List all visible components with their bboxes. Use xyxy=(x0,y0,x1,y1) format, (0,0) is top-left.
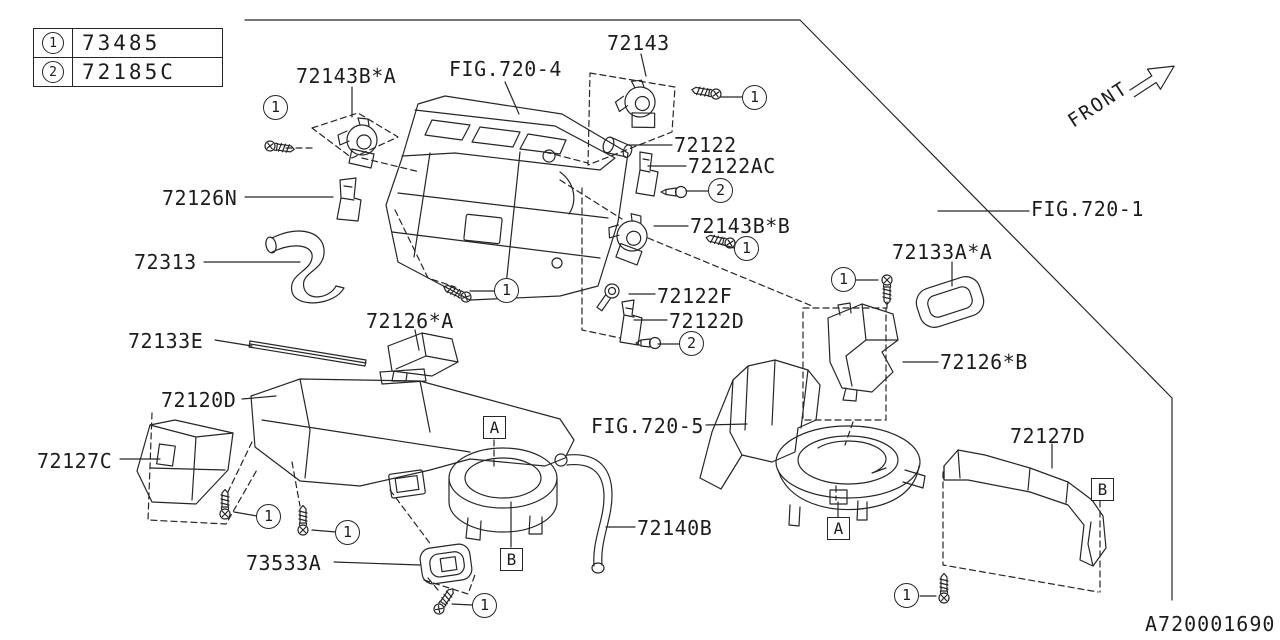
lever-72122ac-drawing xyxy=(636,152,658,196)
legend-table: 1 73485 2 72185C xyxy=(33,28,223,87)
legend-part-number-2: 72185C xyxy=(82,60,176,84)
part-label-72127c: 72127C xyxy=(37,449,113,473)
section-marker-a: A xyxy=(483,416,506,439)
bracket-72127d-drawing xyxy=(944,450,1106,566)
part-label-72143b-a: 72143B*A xyxy=(296,64,397,88)
part-label-72126n: 72126N xyxy=(162,186,238,210)
legend-callout-1: 1 xyxy=(34,29,73,57)
hose-72313-drawing xyxy=(264,231,344,303)
figure-ref-720-4: FIG.720-4 xyxy=(449,57,562,81)
legend-callout-2: 2 xyxy=(34,58,73,86)
legend-row: 2 72185C xyxy=(34,57,222,86)
callout-1-badge: 1 xyxy=(742,85,767,110)
grommet-73533a-drawing xyxy=(419,543,474,586)
callout-1-badge: 1 xyxy=(263,95,288,120)
part-label-72122f: 72122F xyxy=(657,284,733,308)
clip-bottom-drawing xyxy=(636,338,661,349)
bracket-72126n-drawing xyxy=(337,178,361,221)
grommet-72133aa-drawing xyxy=(912,273,987,331)
callout-1-badge: 1 xyxy=(734,236,759,261)
section-marker-b: B xyxy=(1091,478,1114,501)
actuator-72143-drawing xyxy=(611,76,662,135)
seal-strip-72133e-drawing xyxy=(249,341,366,366)
section-marker-b: B xyxy=(500,548,523,571)
section-marker-a: A xyxy=(827,517,850,540)
callout-2-badge: 2 xyxy=(708,178,733,203)
part-label-72122ac: 72122AC xyxy=(688,154,776,178)
callout-1-badge: 1 xyxy=(831,267,856,292)
figure-ref-720-1: FIG.720-1 xyxy=(1031,197,1144,221)
part-label-72120d: 72120D xyxy=(161,388,237,412)
actuator-72143bb-drawing xyxy=(603,210,651,267)
hose-72140b-drawing xyxy=(555,454,612,573)
part-label-72313: 72313 xyxy=(134,250,197,274)
clip-72122-drawing xyxy=(601,136,634,160)
callout-1-badge: 1 xyxy=(256,504,281,529)
part-label-72122d: 72122D xyxy=(669,309,745,333)
part-label-72126-a: 72126*A xyxy=(366,309,454,333)
duct-72126b-drawing xyxy=(828,303,898,401)
callout-1-badge: 1 xyxy=(494,278,519,303)
part-label-72140b: 72140B xyxy=(637,516,713,540)
part-label-72143: 72143 xyxy=(607,31,670,55)
callout-1-badge: 1 xyxy=(335,520,360,545)
figure-frame-border xyxy=(245,20,1172,600)
part-label-72127d: 72127D xyxy=(1010,424,1086,448)
pin-72122f-drawing xyxy=(594,281,622,313)
callout-1-badge: 1 xyxy=(472,593,497,618)
blower-assembly-drawing xyxy=(700,360,925,526)
part-label-72126-b: 72126*B xyxy=(940,350,1028,374)
assembly-dashed-lines xyxy=(148,73,1100,594)
duct-72126a-drawing xyxy=(388,333,458,381)
lever-72122d-drawing xyxy=(620,300,642,345)
clip-top-drawing xyxy=(661,187,687,198)
callout-1-badge: 1 xyxy=(894,583,919,608)
part-label-72143b-b: 72143B*B xyxy=(690,214,791,238)
figure-ref-720-5: FIG.720-5 xyxy=(591,414,704,438)
front-arrow-icon xyxy=(1126,56,1181,103)
part-label-72133a-a: 72133A*A xyxy=(892,240,993,264)
side-bracket-72127c-drawing xyxy=(137,420,233,504)
part-label-72133e: 72133E xyxy=(128,329,204,353)
callout-2-badge: 2 xyxy=(679,331,704,356)
diagram-id: A720001690 xyxy=(1145,612,1276,636)
heater-unit-drawing xyxy=(386,96,628,300)
part-label-73533a: 73533A xyxy=(246,551,322,575)
legend-row: 1 73485 xyxy=(34,29,222,57)
legend-part-number-1: 73485 xyxy=(82,31,161,55)
part-label-72122: 72122 xyxy=(674,133,737,157)
